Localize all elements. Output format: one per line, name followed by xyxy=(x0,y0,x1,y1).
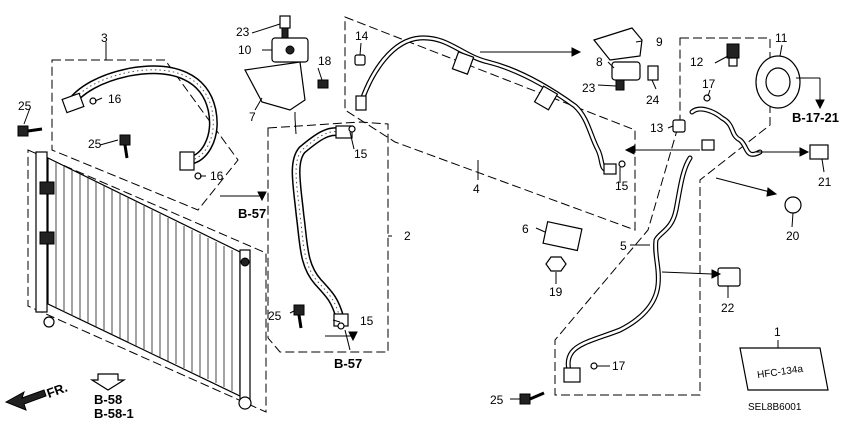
callout-5: 5 xyxy=(620,239,627,253)
callout-8: 8 xyxy=(596,55,603,69)
callout-9: 9 xyxy=(656,35,663,49)
ref-b57-upper: B-57 xyxy=(238,206,266,221)
callout-15-pipe: 15 xyxy=(615,179,629,193)
refrigerant-label-decal: HFC-134a xyxy=(739,347,829,391)
callout-2: 2 xyxy=(404,229,411,243)
callout-11: 11 xyxy=(775,31,788,45)
callout-7: 7 xyxy=(249,110,256,124)
callout-4: 4 xyxy=(473,182,480,196)
callout-25-left: 25 xyxy=(18,99,32,113)
callout-17-lower: 17 xyxy=(612,359,626,373)
callout-21: 21 xyxy=(818,175,832,189)
callout-3: 3 xyxy=(101,31,108,45)
callout-10: 10 xyxy=(238,43,252,57)
condenser xyxy=(27,149,267,413)
ref-b17-21: B-17-21 xyxy=(792,110,839,125)
callout-23-top: 23 xyxy=(236,25,250,39)
callout-25-bottom: 25 xyxy=(490,393,504,407)
callout-1: 1 xyxy=(774,325,781,339)
callout-6: 6 xyxy=(522,222,529,236)
callout-16-upper: 16 xyxy=(108,92,122,106)
callout-23-mid: 23 xyxy=(582,81,596,95)
callout-24: 24 xyxy=(646,93,660,107)
callout-15-upper: 15 xyxy=(354,147,368,161)
callout-22: 22 xyxy=(721,301,735,315)
callout-15-lower: 15 xyxy=(360,314,374,328)
ref-b57-lower: B-57 xyxy=(334,356,362,371)
callout-20: 20 xyxy=(786,229,800,243)
callout-14: 14 xyxy=(355,29,369,43)
callout-13: 13 xyxy=(650,121,664,135)
callout-25-suction: 25 xyxy=(268,309,282,323)
ref-b58-1: B-58-1 xyxy=(94,406,134,421)
ref-b58: B-58 xyxy=(94,392,122,407)
diagram-code: SEL8B6001 xyxy=(748,402,802,413)
callout-19: 19 xyxy=(549,285,563,299)
callout-25-hose: 25 xyxy=(88,137,102,151)
front-direction-label: FR. xyxy=(45,380,70,401)
callout-16-lower: 16 xyxy=(210,169,224,183)
callout-12: 12 xyxy=(690,55,704,69)
callout-18: 18 xyxy=(318,54,332,68)
callout-17-upper: 17 xyxy=(702,77,716,91)
